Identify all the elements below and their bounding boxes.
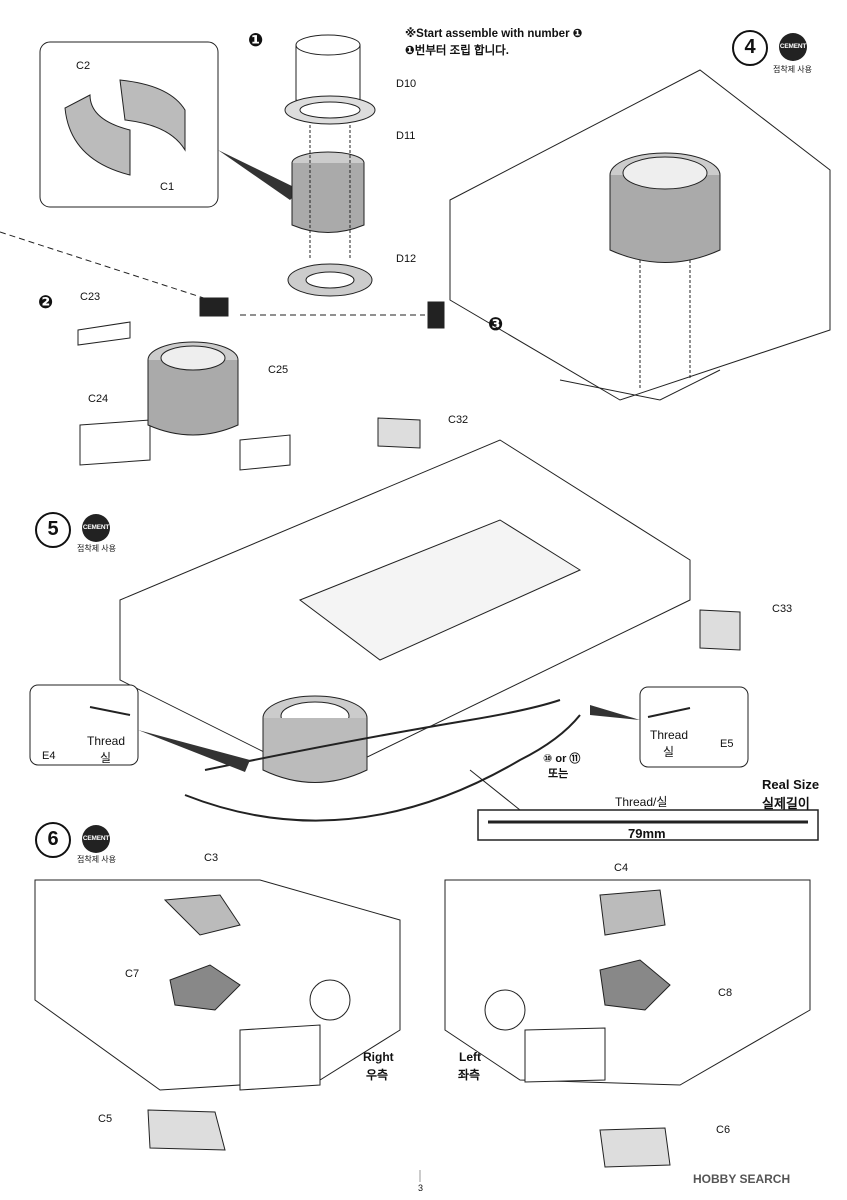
side-right-kr: 우측 [366,1068,389,1082]
variant-mark-kr: 또는 [548,768,569,780]
cement-note-6: 접착제 사용 [77,855,117,864]
thread-label-right-en: Thread [650,728,689,742]
part-label-c32: C32 [448,414,469,426]
part-label-c1: C1 [160,181,175,193]
step-6-number: 6 [35,822,71,858]
part-label-c5: C5 [98,1113,113,1125]
part-label-e5: E5 [720,738,734,750]
real-size-kr: 실제길이 [762,796,810,811]
step-4-number: 4 [732,30,768,66]
thread-label-left-kr: 실 [100,751,112,765]
part-label-d12: D12 [396,253,417,265]
side-right-en: Right [363,1050,394,1064]
side-left-en: Left [459,1050,481,1064]
part-label-c25: C25 [268,364,289,376]
cement-icon: CEMENT [82,514,110,542]
start-note-en: ※Start assemble with number ❶ [405,28,583,40]
part-label-c3: C3 [204,852,219,864]
cement-icon: CEMENT [82,825,110,853]
part-label-c7: C7 [125,968,140,980]
part-label-c6: C6 [716,1124,731,1136]
step-2-number: ❷ [38,292,54,312]
thread-bar-label: Thread/실 [615,795,668,809]
part-label-c23: C23 [80,291,101,303]
inset-box-c1 [39,41,219,208]
step-3-number: ❸ [488,314,504,334]
cement-icon: CEMENT [779,33,807,61]
variant-mark: ⑩ or ⑪ [543,753,581,765]
part-label-c24: C24 [88,393,109,405]
part-label-e4: E4 [42,750,56,762]
part-label-c4: C4 [614,862,629,874]
cement-note-4: 접착제 사용 [773,65,813,74]
thread-length: 79mm [628,826,666,841]
cement-note-5: 접착제 사용 [77,544,117,553]
watermark: HOBBY SEARCH [693,1172,791,1186]
part-label-d11: D11 [396,130,416,142]
part-label-d10: D10 [396,78,417,90]
part-label-c2: C2 [76,60,91,72]
thread-label-left-en: Thread [87,734,126,748]
step-5-number: 5 [35,512,71,548]
step-1-number: ❶ [248,30,264,50]
start-note-kr: ❶번부터 조립 합니다. [405,45,509,57]
part-label-c33: C33 [772,603,793,615]
part-label-c8: C8 [718,987,733,999]
page-number: 3 [418,1183,424,1193]
thread-label-right-kr: 실 [663,745,675,759]
side-left-kr: 좌측 [458,1068,481,1082]
real-size-en: Real Size [762,777,820,792]
